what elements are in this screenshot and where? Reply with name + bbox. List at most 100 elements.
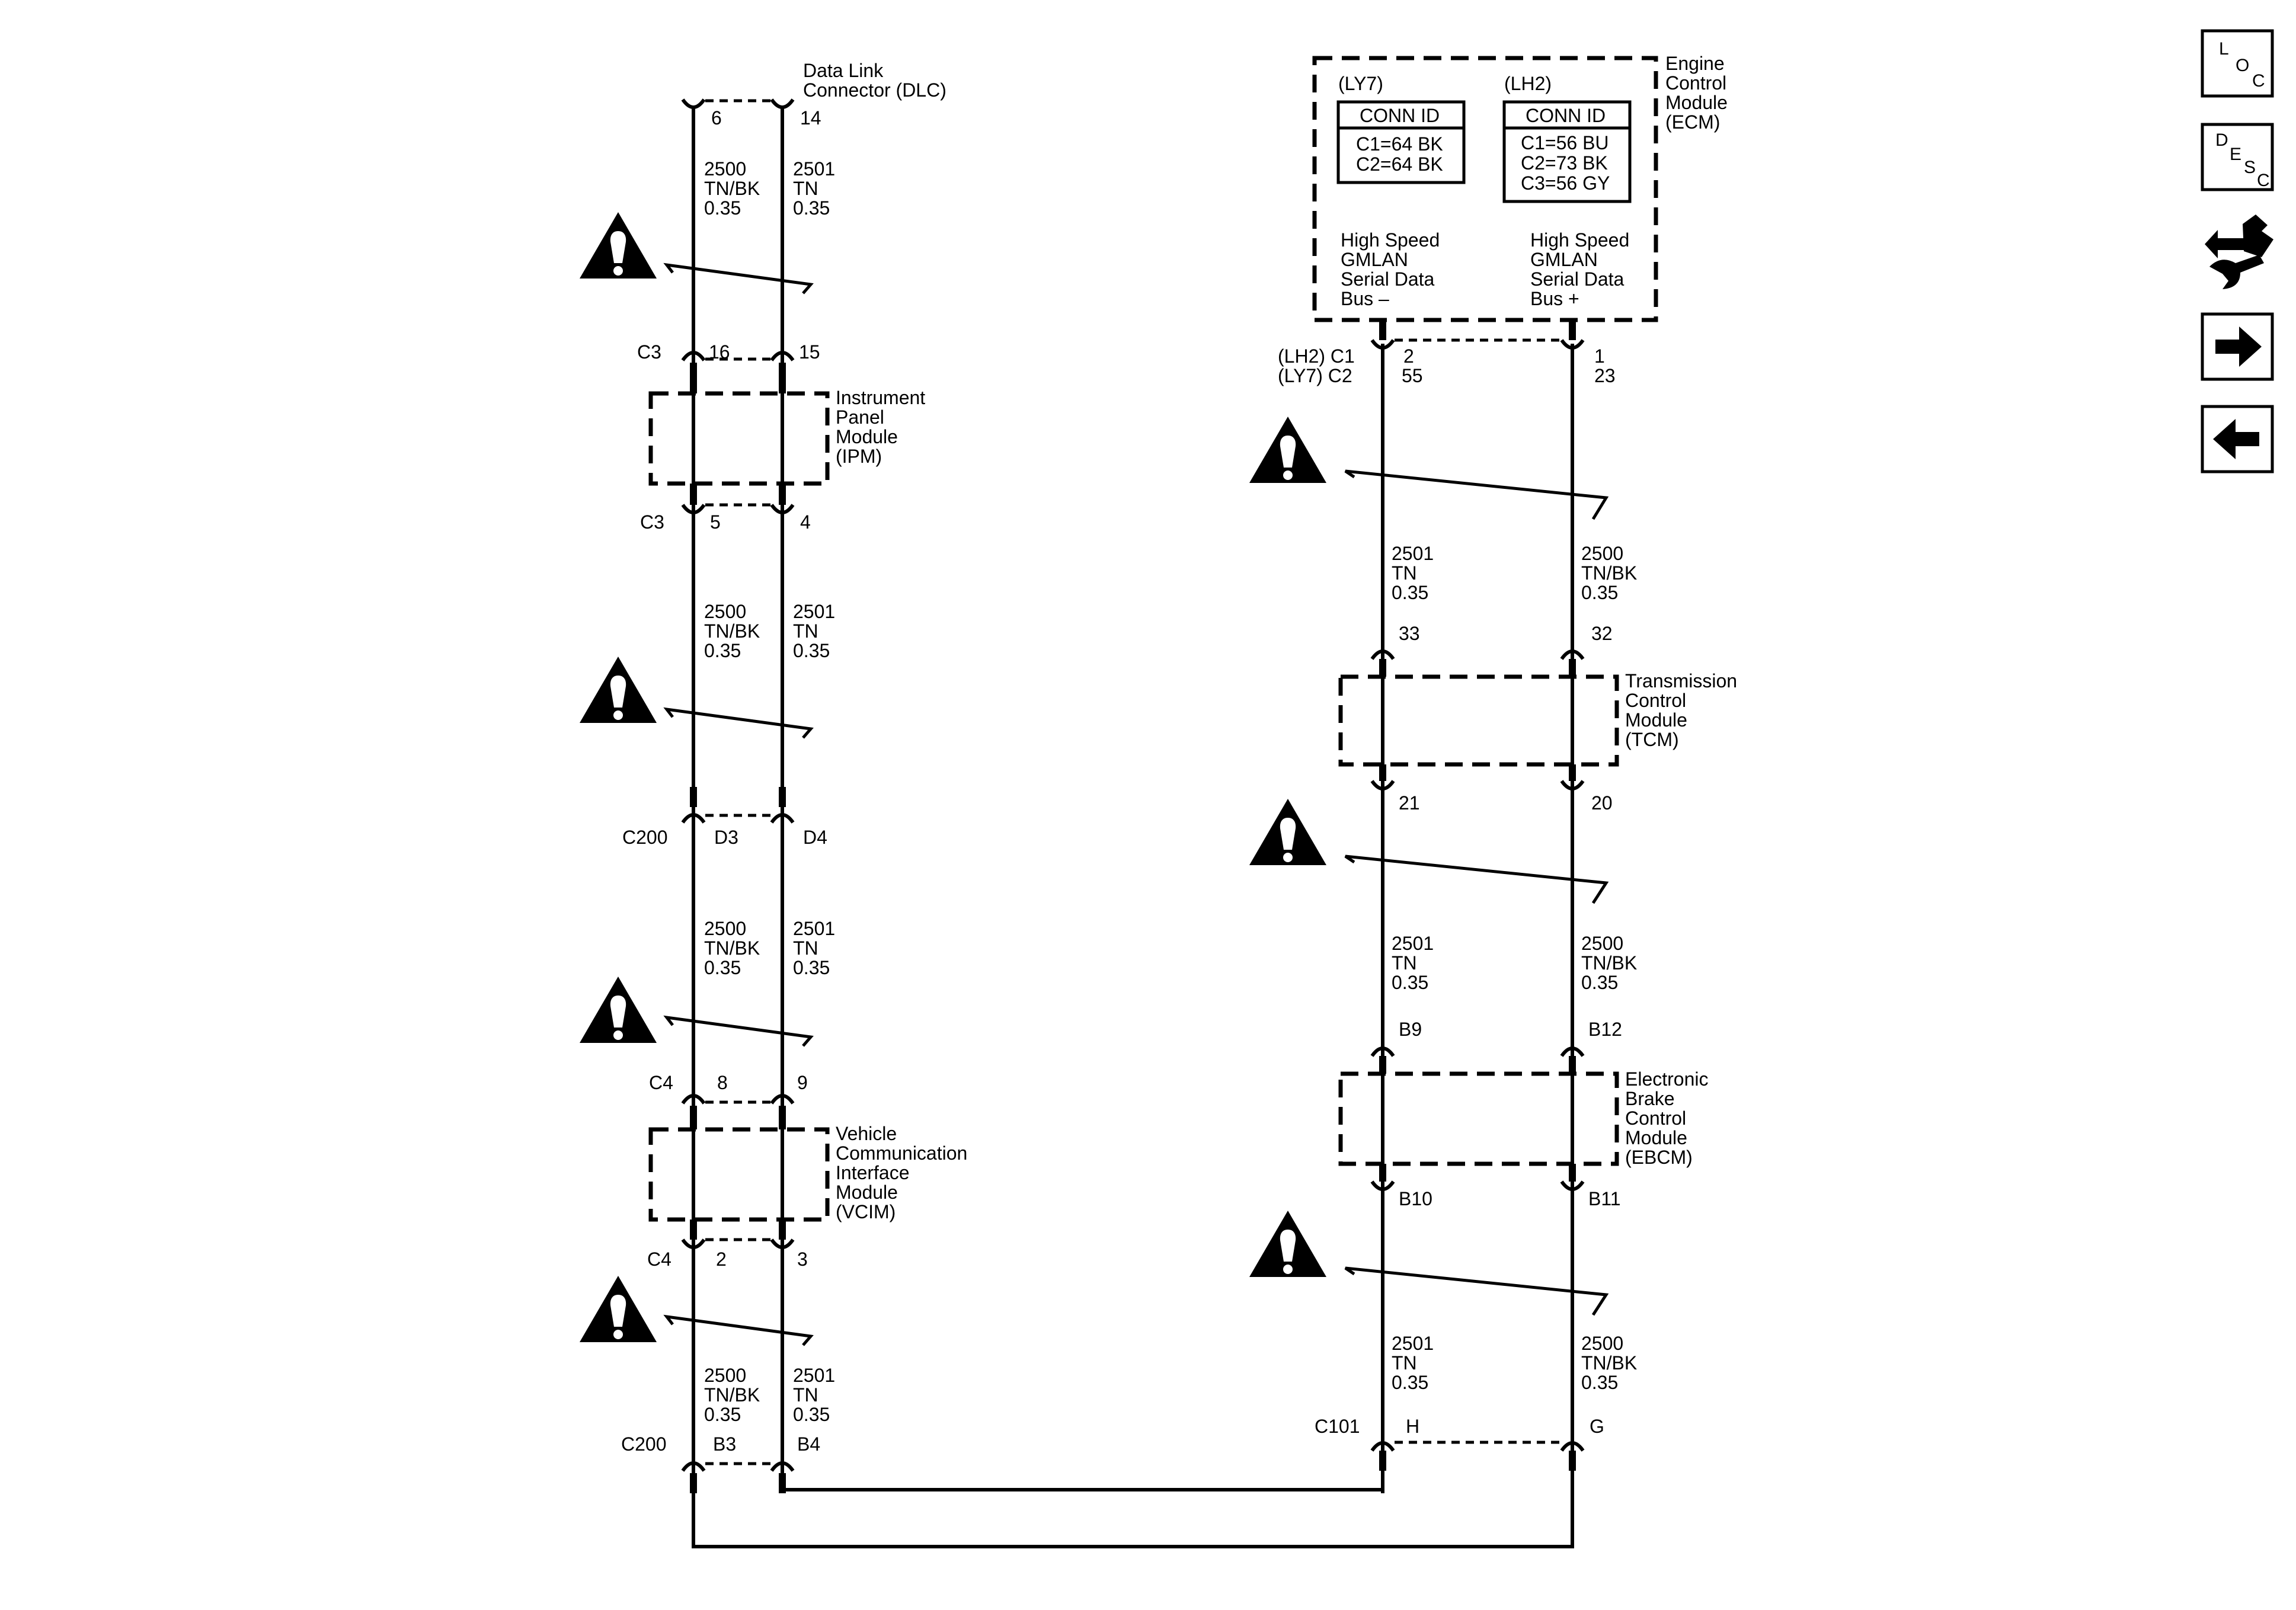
dlc-pin-right: 14	[800, 107, 821, 129]
svg-text:S: S	[2244, 158, 2256, 177]
svg-text:C4: C4	[649, 1072, 673, 1093]
ecm-lh2-title: (LH2)	[1504, 73, 1552, 94]
tcm-top-connector: 33 32	[1370, 623, 1613, 677]
ebcm-label: Electronic Brake Control Module (EBCM)	[1625, 1068, 1713, 1168]
ebcm-bottom-connector: B10 B11	[1370, 1164, 1621, 1209]
ipm-bottom-connector: C3 5 4	[640, 484, 811, 533]
schematic-tools-button[interactable]	[2205, 215, 2273, 289]
svg-text:C2=73 BK: C2=73 BK	[1521, 152, 1608, 174]
svg-text:1: 1	[1594, 345, 1605, 367]
warning-icon	[1249, 1211, 1326, 1277]
ebcm-top-connector: B9 B12	[1370, 1019, 1622, 1074]
svg-text:G: G	[1590, 1416, 1604, 1437]
next-button[interactable]	[2201, 312, 2274, 381]
svg-text:2: 2	[716, 1249, 727, 1270]
c101-connector: C101 H G	[1315, 1416, 1604, 1471]
svg-text:D4: D4	[803, 827, 827, 848]
svg-text:B9: B9	[1399, 1019, 1422, 1040]
vcim-module	[648, 1127, 830, 1222]
svg-text:C1=64 BK: C1=64 BK	[1356, 133, 1443, 155]
vcim-label: Vehicle Communication Interface Module (…	[836, 1123, 973, 1222]
dlc-pin-left: 6	[711, 107, 722, 129]
svg-text:C2=64 BK: C2=64 BK	[1356, 153, 1443, 175]
svg-text:C101: C101	[1315, 1416, 1360, 1437]
svg-text:E: E	[2230, 145, 2241, 164]
twisted-pair-symbol	[663, 1314, 814, 1346]
svg-text:32: 32	[1591, 623, 1613, 644]
svg-text:L: L	[2219, 39, 2229, 59]
svg-text:B11: B11	[1588, 1188, 1621, 1209]
svg-text:CONN ID: CONN ID	[1360, 105, 1440, 126]
svg-text:C3=56 GY: C3=56 GY	[1521, 172, 1610, 194]
bus-link-tn-bk	[692, 1471, 1574, 1548]
ecm-bottom-connector: (LH2) C1 (LY7) C2 2 55 1 23	[1278, 320, 1616, 386]
ecm-label: Engine Control Module (ECM)	[1665, 53, 1733, 133]
svg-text:B10: B10	[1399, 1188, 1432, 1209]
ecm-module	[1312, 56, 1658, 322]
svg-text:8: 8	[717, 1072, 728, 1093]
description-icon[interactable]	[2201, 123, 2274, 191]
svg-text:C200: C200	[622, 827, 668, 848]
svg-text:20: 20	[1591, 792, 1613, 814]
ipm-top-connector: C3 16 15	[637, 341, 820, 393]
svg-text:C200: C200	[621, 1433, 667, 1455]
warning-icon	[580, 977, 657, 1043]
svg-text:15: 15	[799, 341, 820, 363]
warning-icon	[1249, 417, 1326, 483]
svg-text:23: 23	[1594, 365, 1616, 386]
svg-text:C1=56 BU: C1=56 BU	[1521, 132, 1609, 153]
svg-text:(LY7) C2: (LY7) C2	[1278, 365, 1352, 386]
svg-text:B4: B4	[797, 1433, 820, 1455]
dlc-label: Data Link Connector (DLC)	[803, 60, 946, 101]
previous-button[interactable]	[2201, 405, 2274, 473]
svg-text:D3: D3	[714, 827, 738, 848]
ecm-ly7-title: (LY7)	[1338, 73, 1383, 94]
warning-icon	[1249, 799, 1326, 865]
c200-b-connector: C200 B3 B4	[621, 1433, 820, 1493]
schematic-tools-icon[interactable]	[2205, 215, 2273, 289]
svg-text:3: 3	[797, 1249, 808, 1270]
dlc-connector: 6 14 Data Link Connector (DLC)	[681, 60, 946, 129]
svg-text:21: 21	[1399, 792, 1420, 814]
warning-icon	[580, 212, 657, 279]
bus-link-tn	[781, 1471, 1384, 1493]
twisted-pair-symbol	[663, 1015, 814, 1047]
ecm-bus-plus-label: High Speed GMLAN Serial Data Bus +	[1530, 229, 1635, 309]
location-icon[interactable]	[2201, 29, 2274, 98]
warning-icon	[580, 1276, 657, 1342]
svg-text:O: O	[2236, 56, 2249, 75]
svg-text:9: 9	[797, 1072, 808, 1093]
svg-text:55: 55	[1402, 365, 1423, 386]
vcim-top-connector: C4 8 9	[649, 1072, 808, 1129]
ecm-ly7-conn-id-table: CONN ID C1=64 BK C2=64 BK	[1336, 100, 1466, 184]
svg-text:C: C	[2257, 171, 2270, 190]
svg-text:C3: C3	[637, 341, 661, 363]
svg-text:C3: C3	[640, 511, 664, 533]
ebcm-module	[1338, 1071, 1619, 1166]
ipm-label: Instrument Panel Module (IPM)	[836, 387, 930, 467]
ecm-lh2-conn-id-table: CONN ID C1=56 BU C2=73 BK C3=56 GY	[1502, 100, 1632, 203]
twisted-pair-symbol	[1344, 469, 1609, 520]
svg-text:16: 16	[709, 341, 730, 363]
svg-text:4: 4	[800, 511, 811, 533]
vcim-bottom-connector: C4 2 3	[647, 1219, 808, 1270]
description-button[interactable]: D E S C	[2201, 123, 2274, 191]
svg-text:5: 5	[710, 511, 721, 533]
ecm-bus-minus-label: High Speed GMLAN Serial Data Bus –	[1341, 229, 1445, 309]
location-button[interactable]: L O C	[2201, 29, 2274, 98]
svg-text:B12: B12	[1588, 1019, 1622, 1040]
